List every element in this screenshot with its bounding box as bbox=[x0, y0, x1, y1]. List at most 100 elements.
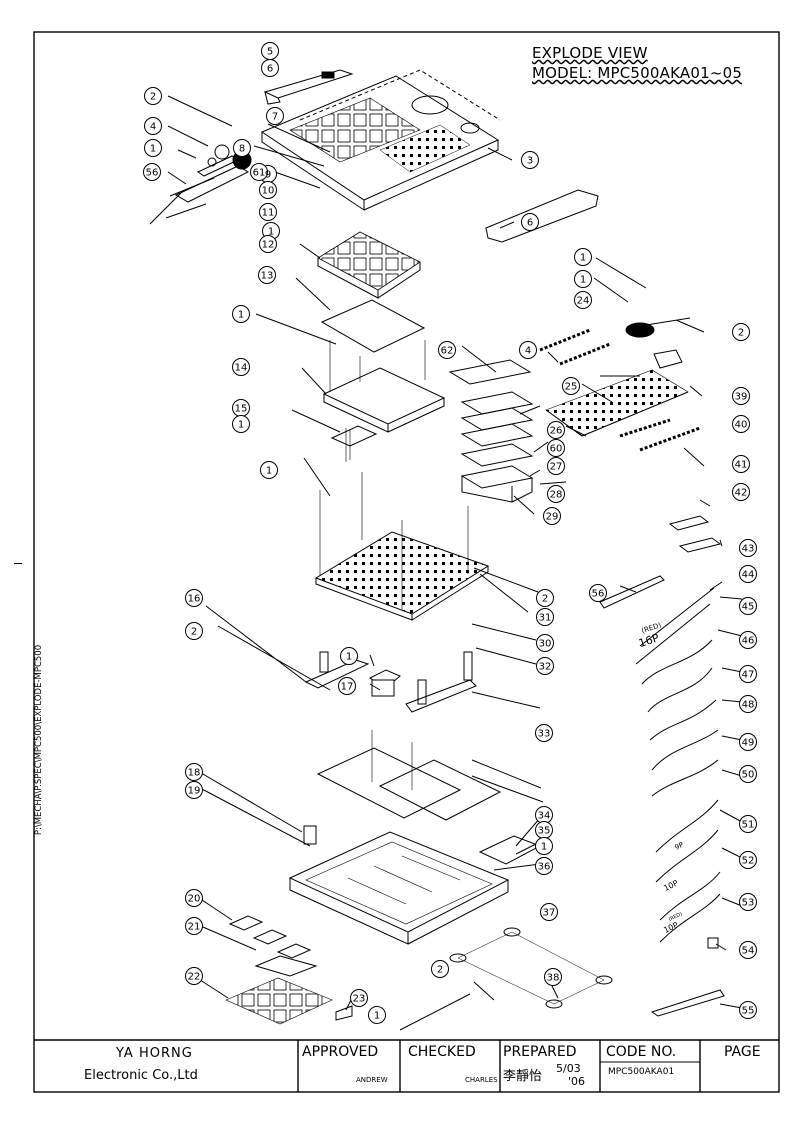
callout bbox=[438, 341, 456, 359]
callout bbox=[739, 893, 757, 911]
callout-number: 15 bbox=[235, 404, 248, 415]
callout-number: 3 bbox=[527, 156, 533, 167]
callout bbox=[259, 235, 277, 253]
callout-number: 19 bbox=[188, 786, 201, 797]
code-label: CODE NO. bbox=[606, 1044, 677, 1060]
callout-number: 30 bbox=[539, 639, 552, 650]
callout-number: 9 bbox=[265, 170, 271, 181]
checked-label: CHECKED bbox=[408, 1044, 476, 1060]
callout-number: 44 bbox=[742, 570, 755, 581]
callout-number: 35 bbox=[538, 826, 551, 837]
callout-number: 20 bbox=[188, 894, 201, 905]
callout bbox=[233, 139, 251, 157]
callout-number: 14 bbox=[235, 363, 248, 374]
callout-number: 28 bbox=[550, 490, 563, 501]
callout-number: 5 bbox=[267, 47, 273, 58]
callout bbox=[739, 733, 757, 751]
callout-number: 33 bbox=[538, 729, 551, 740]
callout-number: 25 bbox=[565, 382, 578, 393]
callout-number: 17 bbox=[341, 682, 354, 693]
callout bbox=[739, 765, 757, 783]
callout bbox=[232, 415, 250, 433]
callout bbox=[536, 589, 554, 607]
callout bbox=[739, 815, 757, 833]
approved-label: APPROVED bbox=[302, 1044, 379, 1060]
cable-label: 10P bbox=[662, 878, 680, 893]
callout-number: 22 bbox=[188, 972, 201, 983]
callout-number: 56 bbox=[592, 589, 605, 600]
callout bbox=[732, 387, 750, 405]
callout bbox=[535, 857, 553, 875]
company-name: YA HORNG bbox=[116, 1046, 193, 1061]
callout-number: 1 bbox=[266, 466, 272, 477]
callout bbox=[185, 589, 203, 607]
callout-number: 1 bbox=[541, 842, 547, 853]
callout bbox=[431, 960, 449, 978]
callout-number: 6 bbox=[527, 218, 533, 229]
callout-number: 16 bbox=[188, 594, 201, 605]
callout bbox=[144, 117, 162, 135]
callout-number: 39 bbox=[735, 392, 748, 403]
callout-number: 52 bbox=[742, 856, 755, 867]
callout bbox=[547, 457, 565, 475]
callout bbox=[739, 851, 757, 869]
callout bbox=[574, 248, 592, 266]
callout-number: 4 bbox=[150, 122, 156, 133]
callout bbox=[562, 377, 580, 395]
callout bbox=[340, 647, 358, 665]
prepared-by: 李靜怡 bbox=[503, 1069, 543, 1084]
callout-number: 13 bbox=[261, 271, 274, 282]
callout-number: 36 bbox=[538, 862, 551, 873]
callout-number: 37 bbox=[543, 908, 556, 919]
callout bbox=[250, 163, 268, 181]
callout-number: 61 bbox=[253, 168, 266, 179]
callout bbox=[589, 584, 607, 602]
callout-number: 10 bbox=[262, 186, 275, 197]
callout bbox=[232, 305, 250, 323]
callout bbox=[519, 341, 537, 359]
callout bbox=[536, 657, 554, 675]
callout bbox=[535, 837, 553, 855]
callout-number: 54 bbox=[742, 946, 755, 957]
drawing-title: EXPLODE VIEW bbox=[532, 44, 648, 62]
callout bbox=[185, 781, 203, 799]
callout-number: 60 bbox=[550, 444, 563, 455]
callout-number: 2 bbox=[437, 965, 443, 976]
callout-number: 56 bbox=[146, 168, 159, 179]
callout bbox=[732, 455, 750, 473]
code-value: MPC500AKA01 bbox=[608, 1067, 675, 1077]
cable-label: 9P bbox=[674, 841, 685, 852]
callout bbox=[574, 291, 592, 309]
callout bbox=[739, 539, 757, 557]
cable-label: (RED) bbox=[668, 911, 684, 923]
callout bbox=[185, 917, 203, 935]
callout-number: 21 bbox=[188, 922, 201, 933]
callout bbox=[185, 889, 203, 907]
callout-number: 7 bbox=[272, 112, 278, 123]
callout-number: 4 bbox=[525, 346, 531, 357]
callout bbox=[574, 270, 592, 288]
callout bbox=[259, 203, 277, 221]
callout bbox=[547, 485, 565, 503]
callout-number: 1 bbox=[238, 310, 244, 321]
callout bbox=[259, 181, 277, 199]
callout bbox=[144, 87, 162, 105]
callout bbox=[535, 724, 553, 742]
callout-number: 1 bbox=[346, 652, 352, 663]
callout bbox=[739, 941, 757, 959]
callout bbox=[266, 107, 284, 125]
title-block bbox=[34, 1039, 779, 1092]
callout bbox=[732, 415, 750, 433]
callout bbox=[739, 1001, 757, 1019]
callout bbox=[185, 967, 203, 985]
callout-number: 1 bbox=[238, 420, 244, 431]
callout bbox=[258, 266, 276, 284]
callout bbox=[521, 213, 539, 231]
prepared-label: PREPARED bbox=[503, 1044, 577, 1060]
callout bbox=[232, 358, 250, 376]
callout-number: 40 bbox=[735, 420, 748, 431]
model-label: MODEL: MPC500AKA01~05 bbox=[532, 64, 743, 82]
callout-number: 45 bbox=[742, 602, 755, 613]
